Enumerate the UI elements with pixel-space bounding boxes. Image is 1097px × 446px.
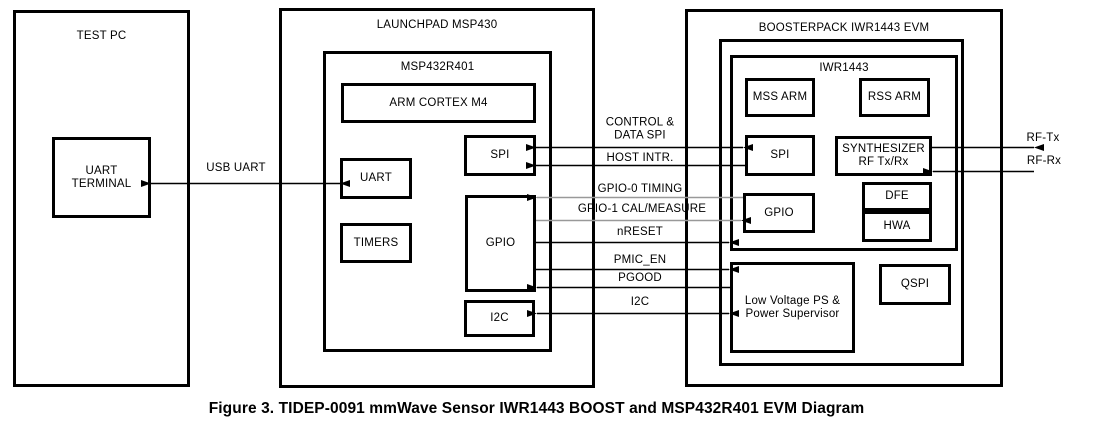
block-hwa: HWA [862, 211, 932, 242]
block-qspi: QSPI [879, 264, 951, 305]
rf-tx-right-arrowhead [1034, 144, 1044, 151]
block-dfe: DFE [862, 182, 932, 211]
gpio-1-cal-measure-signal-label: GPIO-1 CAL/MEASURE [577, 202, 707, 215]
i2c-msp-label: I2C [490, 312, 509, 324]
block-i2c-msp: I2C [464, 300, 535, 337]
block-gpio-iwr: GPIO [743, 193, 815, 233]
iwr1443-label: IWR1443 [819, 62, 869, 74]
usb-uart-signal-label: USB UART [206, 161, 266, 174]
block-spi-msp: SPI [464, 135, 536, 176]
block-uart-msp: UART [340, 158, 412, 199]
block-low-voltage-ps: Low Voltage PS & Power Supervisor [730, 262, 855, 353]
rf-rx-signal-label: RF-Rx [1026, 154, 1062, 167]
block-gpio-msp: GPIO [465, 195, 536, 292]
block-synthesizer-rf-tx-rx: SYNTHESIZER RF Tx/Rx [835, 136, 932, 176]
figure-caption: Figure 3. TIDEP-0091 mmWave Sensor IWR14… [208, 400, 865, 417]
gpio-0-timing-signal-label: GPIO-0 TIMING [597, 182, 683, 195]
control-data-spi-signal-label: CONTROL & DATA SPI [605, 116, 675, 142]
pmic-en-signal-label: PMIC_EN [613, 253, 667, 266]
block-timers: TIMERS [340, 223, 412, 263]
gpio-msp-label: GPIO [485, 237, 516, 249]
timers-label: TIMERS [353, 236, 399, 249]
uart-terminal-label: UART TERMINAL [71, 164, 132, 190]
low-voltage-ps-label: Low Voltage PS & Power Supervisor [744, 294, 841, 320]
i2c-bus-signal-label: I2C [630, 295, 650, 308]
test-pc-label: TEST PC [76, 30, 127, 42]
arm-cortex-m4-label: ARM CORTEX M4 [389, 96, 488, 109]
block-uart-terminal: UART TERMINAL [52, 137, 151, 218]
mss-arm-label: MSS ARM [752, 91, 808, 103]
pgood-signal-label: PGOOD [618, 271, 662, 284]
hwa-label: HWA [883, 220, 911, 232]
block-msp432r401: MSP432R401 [323, 51, 552, 352]
block-evm-inner [719, 39, 964, 366]
msp432r401-label: MSP432R401 [400, 61, 475, 73]
block-mss-arm: MSS ARM [745, 78, 815, 117]
host-intr-signal-label: HOST INTR. [606, 151, 674, 164]
synthesizer-rf-tx-rx-label: SYNTHESIZER RF Tx/Rx [842, 143, 925, 168]
block-arm-cortex-m4: ARM CORTEX M4 [341, 83, 536, 123]
qspi-label: QSPI [900, 278, 930, 290]
gpio-iwr-label: GPIO [764, 206, 794, 219]
rss-arm-label: RSS ARM [867, 91, 922, 103]
block-rss-arm: RSS ARM [859, 78, 930, 117]
block-spi-iwr: SPI [745, 135, 815, 176]
rf-tx-signal-label: RF-Tx [1026, 131, 1060, 144]
uart-msp-label: UART [360, 172, 392, 184]
launchpad-msp430-label: LAUNCHPAD MSP430 [376, 19, 498, 31]
spi-msp-label: SPI [490, 149, 510, 161]
boosterpack-iwr1443-evm-label: BOOSTERPACK IWR1443 EVM [758, 22, 930, 34]
block-test-pc: TEST PC [13, 10, 190, 387]
dfe-label: DFE [885, 190, 909, 202]
nreset-signal-label: nRESET [617, 225, 663, 238]
spi-iwr-label: SPI [770, 149, 790, 161]
block-iwr1443: IWR1443 [730, 55, 958, 251]
